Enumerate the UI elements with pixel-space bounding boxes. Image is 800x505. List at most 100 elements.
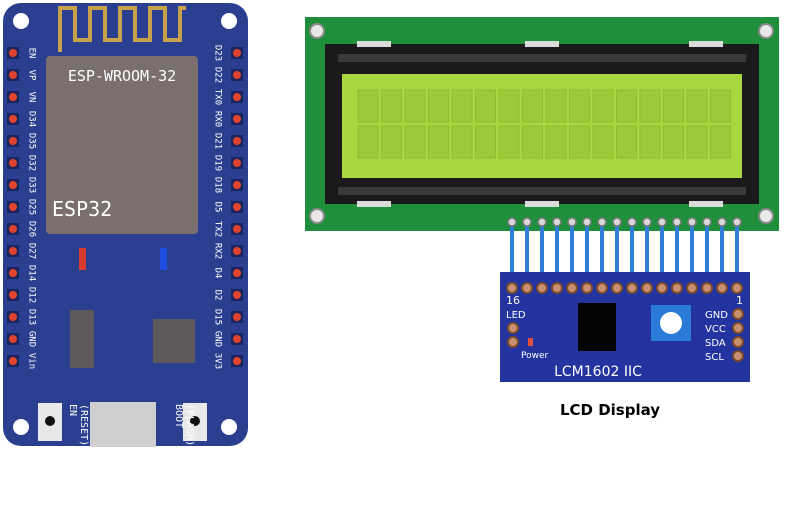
antenna-trace [58,6,186,52]
left-pin-pad[interactable] [9,291,17,299]
lcd-character-cell [451,89,473,123]
left-pin-pad[interactable] [9,357,17,365]
lcd-mounting-hole [309,208,325,224]
lcd-character-cell [475,125,496,159]
regulator-chip [70,310,94,368]
lcd-caption: LCD Display [560,401,660,419]
backpack-header-pin [701,282,713,294]
left-pin-pad[interactable] [9,71,17,79]
backpack-header-pin [521,282,533,294]
right-pin-pad[interactable] [233,313,241,321]
i2c-pin-gnd[interactable] [732,308,744,320]
en-button-label: EN [67,404,78,416]
esp-wroom-32-module [46,56,198,234]
right-pin-label: D19 [213,155,223,171]
lcd-header-pin [717,217,727,227]
mounting-hole [221,419,237,435]
led-jumper-pin [507,322,519,334]
lcd-character-cell [592,89,614,123]
left-pin-pad[interactable] [9,247,17,255]
right-pin-pad[interactable] [233,291,241,299]
module-name-label: ESP-WROOM-32 [68,67,176,85]
blue-led [160,248,167,270]
lcd-character-cell [639,89,661,123]
power-label: Power [521,351,549,361]
right-pin-label: RX2 [213,243,223,259]
mounting-hole [13,419,29,435]
right-pin-pad[interactable] [233,159,241,167]
lcd-character-cell [545,89,567,123]
right-pin-pad[interactable] [233,49,241,57]
left-pin-label: D27 [27,243,37,259]
left-pin-pad[interactable] [9,49,17,57]
lcd-character-cell [710,125,731,159]
right-pin-pad[interactable] [233,137,241,145]
right-pin-pad[interactable] [233,181,241,189]
left-pin-label: VP [27,70,37,81]
i2c-backpack: 16 1 LED Power GND VCC SDA SCL LCM1602 I… [500,272,750,382]
right-pin-label: D22 [213,67,223,83]
left-pin-label: Vin [27,353,37,369]
backpack-header-pins [506,282,743,294]
backpack-header-pin [596,282,608,294]
led-label: LED [506,310,526,321]
right-pin-pad[interactable] [233,93,241,101]
left-pin-pad[interactable] [9,335,17,343]
lcd-character-cell [357,89,379,123]
lcd-header-pin [552,217,562,227]
lcd-mounting-hole [309,23,325,39]
right-pin-pad[interactable] [233,247,241,255]
left-pin-pad[interactable] [9,93,17,101]
lcd-header-pin [642,217,652,227]
lcd-header-pin [702,217,712,227]
bezel-clip [525,41,559,47]
right-pin-pad[interactable] [233,335,241,343]
lcd-character-cell [357,125,379,159]
lcd-character-cell [545,125,567,159]
lcd-character-cell [498,89,520,123]
potentiometer-knob[interactable] [660,312,682,334]
backpack-header-pin [506,282,518,294]
lcd-character-cell [428,89,449,123]
lcd-header-pin [732,217,742,227]
en-button-cap [45,416,55,426]
lcd-header-pin [672,217,682,227]
left-pin-pad[interactable] [9,269,17,277]
backpack-header-pin [566,282,578,294]
left-pin-pad[interactable] [9,181,17,189]
left-pin-pad[interactable] [9,313,17,321]
left-pin-label: D35 [27,133,37,149]
lcd-header-pin [627,217,637,227]
right-pin-label: TX0 [213,89,223,105]
i2c-pin-label-vcc: VCC [705,324,726,335]
lcd-character-cell [475,89,496,123]
left-pin-pad[interactable] [9,159,17,167]
lcd-character-cell [569,125,590,159]
lcd-header-pin [687,217,697,227]
backpack-label: LCM1602 IIC [554,364,642,380]
lcd-character-cell [569,89,590,123]
left-pin-pad[interactable] [9,115,17,123]
left-pin-label: D14 [27,265,37,281]
usb-connector [90,402,156,447]
lcd-character-cell [639,125,661,159]
left-pin-pad[interactable] [9,203,17,211]
i2c-pin-scl[interactable] [732,350,744,362]
left-pin-pad[interactable] [9,137,17,145]
bezel-clip [689,201,723,207]
i2c-pin-vcc[interactable] [732,322,744,334]
right-pin-pad[interactable] [233,71,241,79]
left-pin-header: ENVPVND34D35D32D33D25D26D27D14D12D13GNDV… [7,47,37,369]
lcd-header-pin [597,217,607,227]
left-pin-pad[interactable] [9,225,17,233]
left-pin-label: D13 [27,309,37,325]
right-pin-pad[interactable] [233,225,241,233]
bezel-clip [525,201,559,207]
right-pin-pad[interactable] [233,269,241,277]
i2c-pin-sda[interactable] [732,336,744,348]
lcd-module [305,17,779,231]
right-pin-pad[interactable] [233,203,241,211]
right-pin-pad[interactable] [233,357,241,365]
right-pin-pad[interactable] [233,115,241,123]
right-pin-label: D4 [213,268,223,279]
